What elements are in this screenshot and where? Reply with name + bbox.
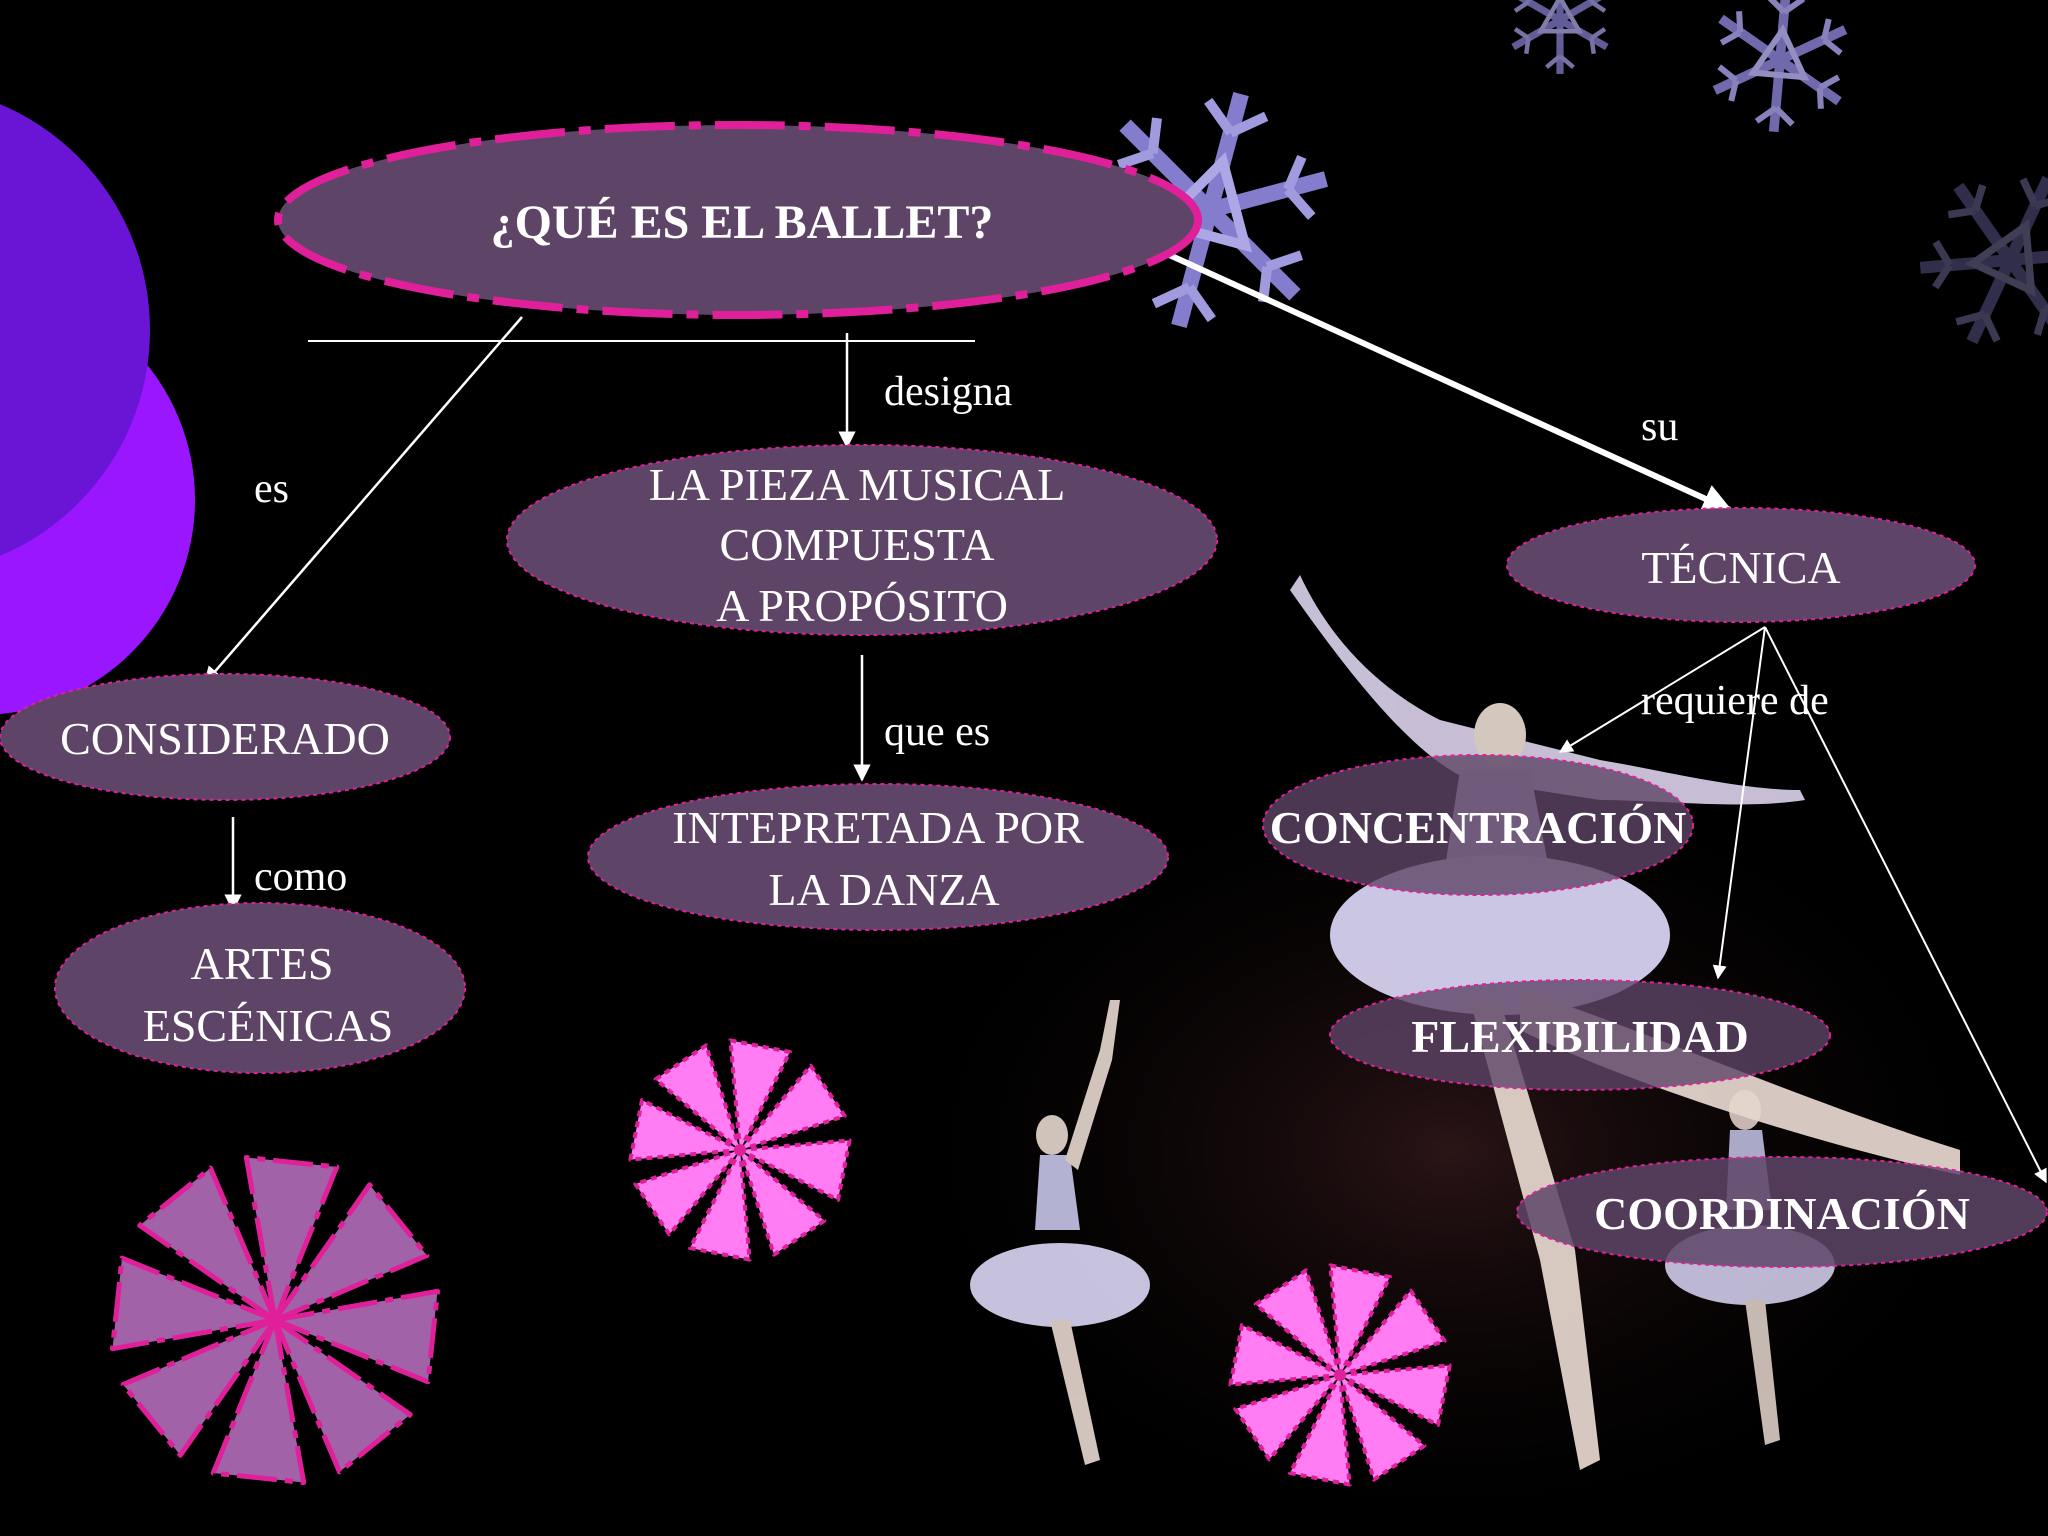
decorative-circles (0, 104, 195, 715)
node-coordinacion: COORDINACIÓN (1516, 1156, 2048, 1268)
pinwheel-blade (272, 1288, 440, 1385)
node-tecnica-shape (1506, 507, 1976, 623)
pinwheel-blade (728, 1038, 792, 1152)
node-flexibilidad-shape (1329, 979, 1831, 1091)
pinwheel-blade (272, 1182, 430, 1323)
node-pieza-line-2: COMPUESTA (720, 519, 995, 570)
node-interpretada: INTEPRETADA POR LA DANZA (587, 783, 1169, 931)
node-concentracion-shape (1262, 754, 1694, 896)
node-artes: ARTES ESCÉNICAS (54, 902, 466, 1074)
circle-dark (0, 104, 150, 556)
node-flexibilidad: FLEXIBILIDAD (1329, 979, 1831, 1091)
node-main-shape (274, 121, 1202, 319)
node-main-label: ¿QUÉ ES EL BALLET? (491, 196, 994, 249)
node-tecnica: TÉCNICA (1506, 507, 1976, 623)
node-considerado: CONSIDERADO (0, 673, 451, 801)
pinwheel-blade (738, 1063, 847, 1152)
pinwheel-blade (1228, 1323, 1342, 1387)
pinwheel-medium-icon (628, 1038, 852, 1262)
connectors (203, 250, 2047, 1184)
pinwheel-blade (137, 1165, 278, 1323)
node-tecnica-label: TÉCNICA (1641, 542, 1840, 593)
pinwheel-blade (633, 1148, 742, 1237)
node-interpretada-line-2: LA DANZA (768, 864, 999, 915)
node-pieza: LA PIEZA MUSICAL COMPUESTA A PROPÓSITO (506, 444, 1218, 636)
node-pieza-line-1: LA PIEZA MUSICAL (649, 459, 1066, 510)
pinwheel-blade (120, 1317, 278, 1458)
node-pieza-shape (506, 444, 1218, 636)
node-artes-shape (54, 902, 466, 1074)
link-label-requiere-de: requiere de (1641, 678, 1829, 724)
arrow-es (203, 316, 523, 685)
stage-glow (850, 730, 2048, 1536)
arrow-coordinacion (1764, 626, 2047, 1184)
arrow-flexibilidad (1712, 626, 1766, 980)
pinwheel-blade (688, 1148, 752, 1262)
link-label-que-es: que es (884, 709, 990, 755)
pinwheel-blade (1328, 1263, 1392, 1377)
link-label-como: como (254, 854, 347, 900)
pinwheel-blade (1338, 1288, 1447, 1377)
node-flexibilidad-label: FLEXIBILIDAD (1411, 1011, 1748, 1062)
pinwheel-blade (653, 1043, 742, 1152)
node-concentracion: CONCENTRACIÓN (1262, 754, 1694, 896)
pinwheel-blade (1338, 1373, 1427, 1482)
arrow-concentracion (1558, 626, 1766, 753)
node-interpretada-line-1: INTEPRETADA POR (672, 802, 1084, 853)
node-interpretada-shape (587, 783, 1169, 931)
pinwheel-large-icon (110, 1155, 440, 1485)
node-artes-line-2: ESCÉNICAS (143, 1000, 393, 1051)
link-label-designa: designa (884, 369, 1013, 415)
pinwheel-blade (738, 1138, 852, 1202)
node-artes-line-1: ARTES (191, 938, 334, 989)
pinwheel-blade (243, 1155, 340, 1323)
pinwheel-blade (738, 1148, 827, 1257)
pinwheel-small-icon (1228, 1263, 1452, 1487)
node-pieza-line-3: A PROPÓSITO (716, 580, 1008, 631)
node-coordinacion-label: COORDINACIÓN (1594, 1188, 1970, 1239)
pinwheel-blade (272, 1317, 413, 1475)
node-considerado-shape (0, 673, 451, 801)
pinwheel-blade (1288, 1373, 1352, 1487)
pinwheel-blade (110, 1255, 278, 1352)
arrow-su (1163, 250, 1733, 513)
node-concentracion-label: CONCENTRACIÓN (1270, 802, 1687, 853)
pinwheel-blade (1253, 1268, 1342, 1377)
pinwheel-blade (1233, 1373, 1342, 1462)
ballerina-left (970, 1000, 1150, 1465)
pinwheel-blade (210, 1317, 307, 1485)
link-label-es: es (254, 466, 289, 512)
node-main: ¿QUÉ ES EL BALLET? (274, 121, 1202, 319)
link-label-su: su (1641, 404, 1678, 450)
pinwheel-blade (1338, 1363, 1452, 1427)
node-coordinacion-shape (1516, 1156, 2048, 1268)
pinwheel-blade (628, 1098, 742, 1162)
node-considerado-label: CONSIDERADO (60, 713, 390, 764)
